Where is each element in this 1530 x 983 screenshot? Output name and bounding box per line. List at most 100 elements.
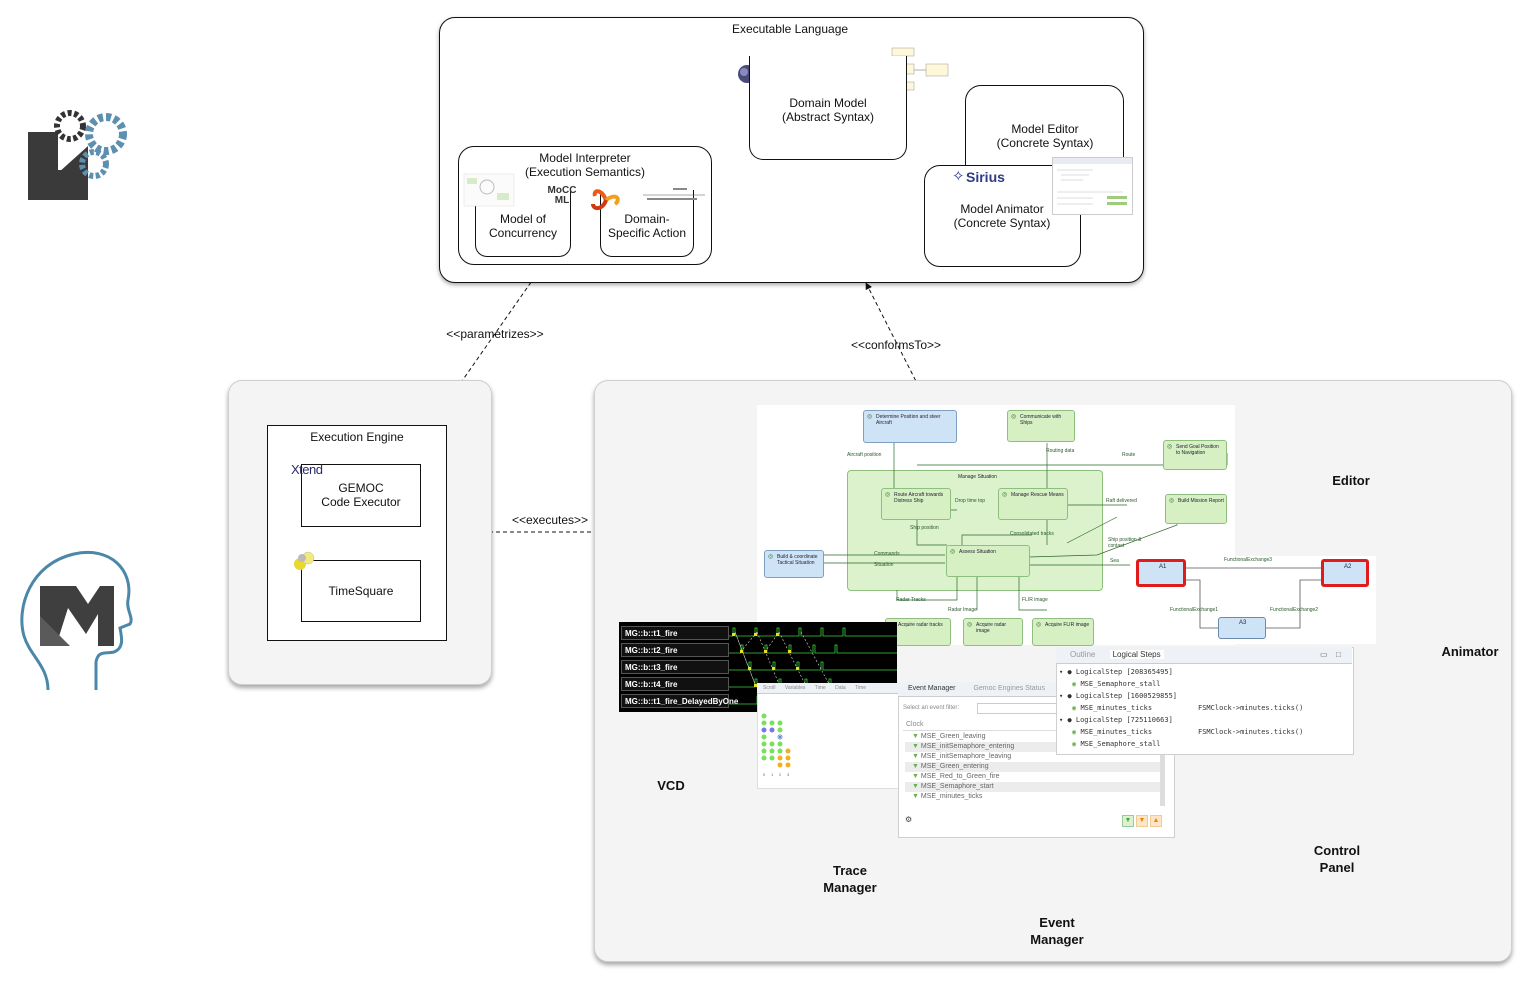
editor-node-send-goal-label: Send Goal Position to Navigation bbox=[1176, 444, 1219, 456]
trace-tab-scroll[interactable]: Scroll bbox=[763, 685, 776, 691]
eye-icon: ◉ bbox=[1072, 728, 1077, 736]
domain-specific-action-label: Domain- Specific Action bbox=[607, 212, 687, 240]
flow-situation: Situation bbox=[874, 562, 894, 568]
trace-tab-time-2[interactable]: Time bbox=[855, 685, 866, 691]
sirius-logo-text: Sirius bbox=[966, 169, 1005, 185]
event-settings-icon[interactable]: ⚙ bbox=[905, 815, 913, 824]
event-row-5-label: MSE_Red_to_Green_fire bbox=[920, 773, 1000, 780]
event-scrollbar[interactable] bbox=[1160, 732, 1165, 806]
outline-tab[interactable]: Outline bbox=[1070, 650, 1096, 659]
node-icon: ◎ bbox=[967, 622, 973, 628]
event-expand-icon: ▼ bbox=[912, 753, 921, 760]
trace-axis-0: 0 bbox=[763, 772, 766, 777]
editor-node-acquire-flir-image[interactable]: ◎ Acquire FLIR image bbox=[1032, 618, 1094, 646]
event-expand-icon: ▼ bbox=[912, 783, 921, 790]
executable-language-title: Executable Language bbox=[731, 22, 849, 36]
event-manager-tab[interactable]: Event Manager bbox=[908, 685, 956, 692]
trace-tab-variables[interactable]: Variables bbox=[784, 685, 806, 691]
eye-icon: ◉ bbox=[1072, 704, 1077, 712]
control-panel-label: Control Panel bbox=[1313, 843, 1361, 875]
animator-node-a1[interactable]: A1 bbox=[1136, 559, 1186, 587]
trace-axis-2: 2 bbox=[779, 772, 782, 777]
event-reject-icon[interactable]: ▼ bbox=[1136, 815, 1148, 827]
flow-flir-image: FLIR image bbox=[1022, 597, 1048, 603]
flow-consolidated-tracks: Consolidated tracks bbox=[1010, 531, 1054, 537]
editor-node-communicate-ships[interactable]: ◎ Communicate with Ships bbox=[1007, 410, 1075, 442]
logical-step-3-item-2-label: MSE_Semaphore_stall bbox=[1080, 740, 1161, 748]
event-row-6[interactable]: ▼ MSE_Semaphore_start bbox=[905, 782, 1160, 792]
animator-flow-lines bbox=[1184, 567, 1322, 629]
animator-node-a2[interactable]: A2 bbox=[1321, 559, 1369, 587]
trace-axis-3: 3 bbox=[787, 772, 790, 777]
event-row-1[interactable]: ▼ MSE_Green_leaving bbox=[905, 732, 1160, 742]
trace-tab-time[interactable]: Time bbox=[814, 685, 826, 691]
logical-step-3[interactable]: ▾ ● LogicalStep [725110663] bbox=[1059, 716, 1173, 724]
editor-node-determine-position[interactable]: ◎ Determine Position and steer Aircraft bbox=[863, 410, 957, 443]
flow-drop-time-top: Drop time top bbox=[955, 498, 986, 504]
node-icon: ◎ bbox=[1011, 414, 1017, 420]
event-row-3[interactable]: ▼ MSE_initSemaphore_leaving bbox=[905, 752, 1160, 762]
flow-raft-delivered: Raft delivered bbox=[1106, 498, 1137, 504]
vcd-signal-t1-delayed: MG::b::t1_fire_DelayedByOne bbox=[621, 694, 738, 708]
logical-step-2-item-1[interactable]: ◉ MSE_minutes_ticks bbox=[1072, 704, 1152, 712]
logical-step-2[interactable]: ▾ ● LogicalStep [1600529855] bbox=[1059, 692, 1178, 700]
editor-node-build-mission-report[interactable]: ◎ Build Mission Report bbox=[1165, 494, 1227, 524]
editor-node-acquire-radar-image[interactable]: ◎ Acquire radar image bbox=[963, 618, 1023, 646]
sirius-logo: ✧ Sirius bbox=[952, 168, 1014, 188]
event-expand-icon: ▼ bbox=[912, 773, 921, 780]
maximize-icon[interactable]: □ bbox=[1336, 650, 1341, 659]
parametrizes-label: <<parametrizes>> bbox=[446, 327, 544, 341]
event-accept-icon[interactable]: ▼ bbox=[1122, 815, 1134, 827]
code-executor-box bbox=[301, 464, 421, 527]
flow-ship-position: Ship position bbox=[910, 525, 939, 531]
modeling-head-logo bbox=[18, 548, 138, 694]
editor-node-acquire-flir-image-label: Acquire FLIR image bbox=[1045, 622, 1090, 628]
editor-node-acquire-radar-tracks-label: Acquire radar tracks bbox=[898, 622, 943, 628]
editor-node-route-aircraft[interactable]: ◎ Route Aircraft towards Distress Ship bbox=[881, 488, 951, 520]
domain-model-label: Domain Model (Abstract Syntax) bbox=[781, 96, 875, 124]
vcd-signal-t3: MG::b::t3_fire bbox=[621, 660, 729, 674]
event-row-4[interactable]: ▼ MSE_Green_entering bbox=[905, 762, 1160, 772]
animator-node-a3[interactable]: A3 bbox=[1218, 617, 1266, 639]
model-editor-label: Model Editor (Concrete Syntax) bbox=[996, 122, 1094, 150]
logical-step-1-item-1[interactable]: ◉ MSE_Semaphore_stall bbox=[1072, 680, 1161, 688]
minimize-icon[interactable]: ▭ bbox=[1320, 650, 1328, 659]
event-row-2[interactable]: ▼ MSE_initSemaphore_entering bbox=[905, 742, 1160, 752]
editor-node-build-tactical[interactable]: ◎ Build & coordinate Tactical Situation bbox=[764, 550, 824, 578]
editor-node-assess-situation[interactable]: ◎ Assess Situation bbox=[946, 545, 1030, 577]
footprint-icon: ● bbox=[1067, 716, 1072, 724]
editor-node-send-goal[interactable]: ◎ Send Goal Position to Navigation bbox=[1163, 440, 1227, 470]
editor-node-manage-rescue[interactable]: ◎ Manage Rescue Means bbox=[998, 488, 1068, 520]
logical-step-1[interactable]: ▾ ● LogicalStep [208365495] bbox=[1059, 668, 1173, 676]
control-panel-tabbar: Outline Logical Steps ▭ □ bbox=[1056, 647, 1352, 664]
control-panel-view bbox=[1056, 647, 1354, 755]
event-row-5[interactable]: ▼ MSE_Red_to_Green_fire bbox=[905, 772, 1160, 782]
logical-step-2-label: LogicalStep [1600529855] bbox=[1075, 692, 1178, 700]
event-expand-icon: ▼ bbox=[912, 793, 921, 800]
language-gears-logo bbox=[26, 106, 132, 202]
flow-route: Route bbox=[1122, 452, 1136, 458]
logical-step-1-label: LogicalStep [208365495] bbox=[1075, 668, 1173, 676]
eye-icon: ◉ bbox=[1072, 740, 1077, 748]
event-expand-icon: ▼ bbox=[912, 763, 921, 770]
event-row-7[interactable]: ▼ MSE_minutes_ticks bbox=[905, 792, 1160, 802]
logical-step-3-label: LogicalStep [725110663] bbox=[1075, 716, 1173, 724]
model-interpreter-label: Model Interpreter (Execution Semantics) bbox=[524, 151, 646, 179]
eye-icon: ◉ bbox=[1072, 680, 1077, 688]
kermeta-logo-icon bbox=[589, 186, 623, 214]
event-up-icon[interactable]: ▲ bbox=[1150, 815, 1162, 827]
trace-tab-data[interactable]: Data bbox=[835, 685, 846, 691]
footprint-icon: ● bbox=[1067, 668, 1072, 676]
sirius-star-icon: ✧ bbox=[952, 168, 965, 185]
event-expand-icon: ▼ bbox=[912, 733, 921, 740]
animator-node-a1-label: A1 bbox=[1159, 564, 1167, 570]
event-expand-icon: ▼ bbox=[912, 743, 921, 750]
logical-step-3-item-2[interactable]: ◉ MSE_Semaphore_stall bbox=[1072, 740, 1161, 748]
node-icon: ◎ bbox=[950, 549, 956, 555]
logical-steps-tab[interactable]: Logical Steps bbox=[1109, 650, 1164, 659]
logical-step-3-item-1[interactable]: ◉ MSE_minutes_ticks bbox=[1072, 728, 1152, 736]
moc-thumbnail bbox=[463, 173, 515, 207]
node-icon: ◎ bbox=[1036, 622, 1042, 628]
engines-status-tab[interactable]: Gemoc Engines Status bbox=[973, 685, 1046, 692]
model-of-concurrency-label: Model of Concurrency bbox=[488, 212, 558, 240]
